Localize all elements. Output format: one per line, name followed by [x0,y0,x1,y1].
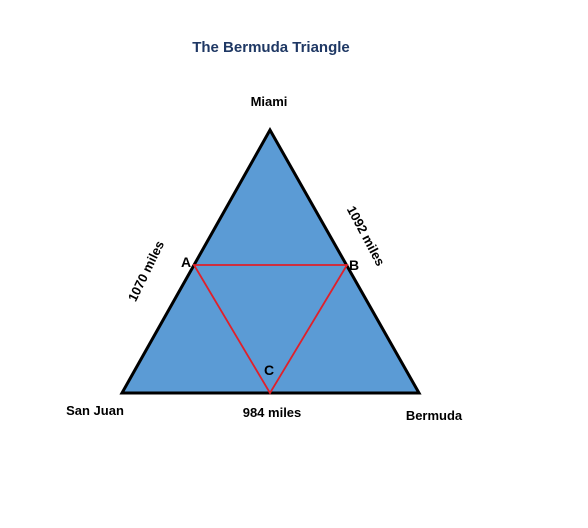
vertex-label-bermuda: Bermuda [406,408,463,423]
vertex-label-san-juan: San Juan [66,403,124,418]
side-label-bottom: 984 miles [243,405,302,420]
vertex-label-miami: Miami [251,94,288,109]
point-label-a: A [181,254,191,270]
side-label-left: 1070 miles [125,238,167,304]
diagram-title: The Bermuda Triangle [192,39,350,56]
point-label-b: B [349,257,359,273]
point-label-c: C [264,362,274,378]
inner-triangle [192,264,349,395]
